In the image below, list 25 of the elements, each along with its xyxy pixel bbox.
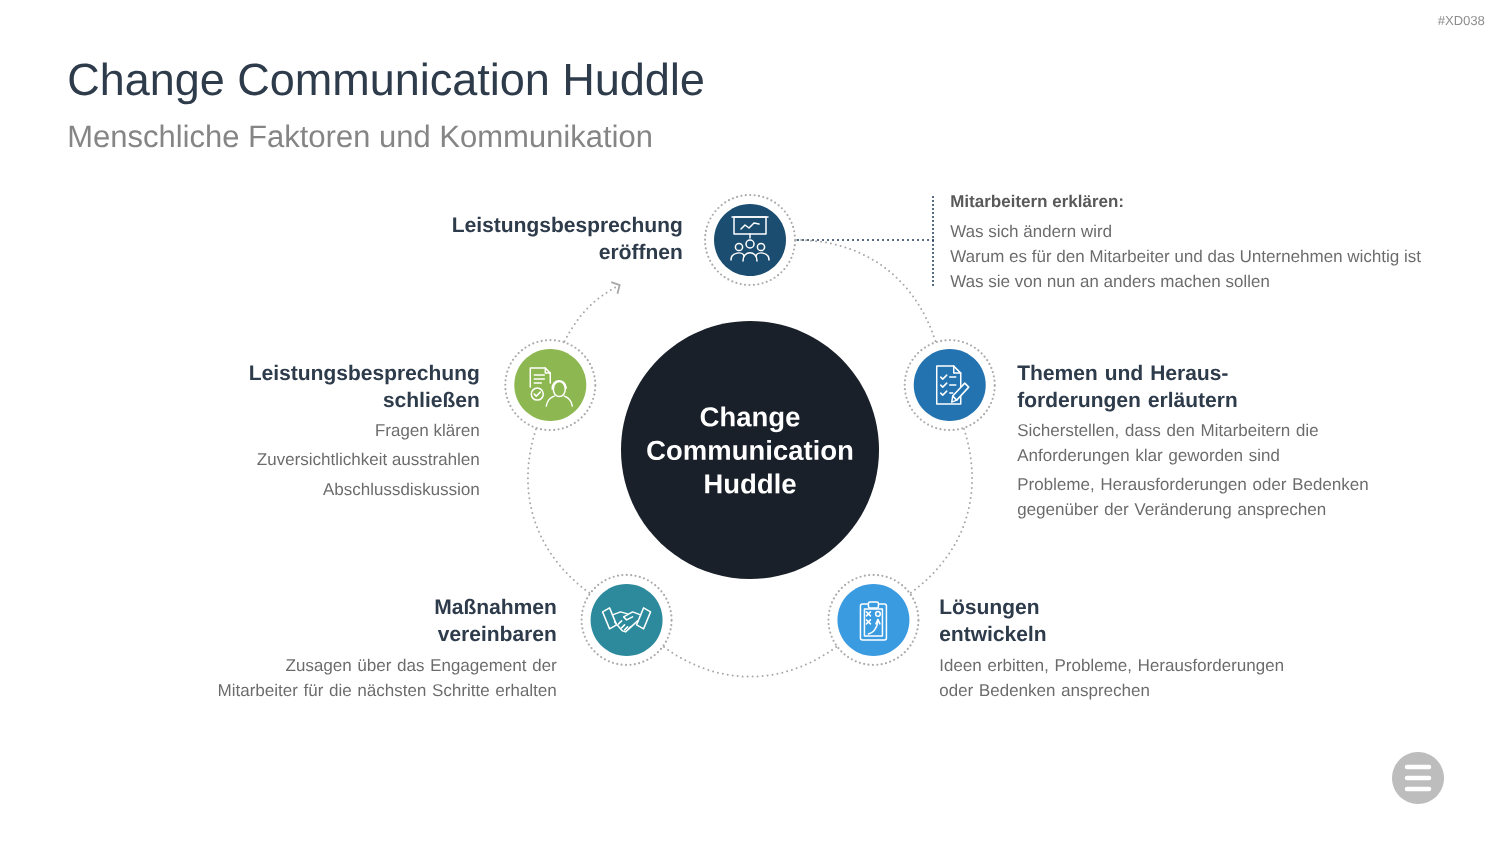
callout-heading: Mitarbeitern erklären: bbox=[951, 194, 1123, 208]
step-description: Fragen klären bbox=[376, 423, 479, 440]
step-description: Ideen erbitten, Probleme, Herausforderungen oder Bedenken ansprechen bbox=[939, 658, 1283, 700]
callout-text: Was sich ändern wird bbox=[950, 224, 1111, 238]
leader-line bbox=[795, 239, 934, 241]
step-title: Leistungsbesprechung schließen bbox=[250, 364, 479, 408]
step-description: Sicherstellen, dass den Mitarbeitern die Anforderungen klar geworden sind bbox=[1017, 423, 1318, 465]
slide-code: #XD038 bbox=[1437, 15, 1485, 26]
arrow bbox=[563, 281, 621, 343]
step-title: Leistungsbesprechung eröffnen bbox=[453, 216, 682, 260]
step-title: Maßnahmen vereinbaren bbox=[435, 598, 556, 642]
step-description: Zusagen über das Engagement der Mitarbeiter für die nächsten Schritte erhalten bbox=[219, 658, 557, 697]
subtitle: Menschliche Faktoren und Kommunikation bbox=[69, 124, 651, 148]
dotted-arc bbox=[662, 646, 838, 678]
step-description: Zuversichtlichkeit ausstrahlen bbox=[257, 452, 479, 466]
step-description: Abschlussdiskussion bbox=[323, 482, 479, 496]
step-description: Probleme, Herausforderungen oder Bedenken gegenüber der Veränderung ansprechen bbox=[1017, 477, 1368, 519]
step-title: Lösungen entwickeln bbox=[940, 599, 1046, 642]
title: Change Communication Huddle bbox=[69, 62, 703, 105]
step-title: Themen und Heraus- forderungen erläutern bbox=[1017, 364, 1237, 412]
dotted-arc bbox=[795, 239, 937, 343]
callout-text: Warum es für den Mitarbeiter und das Unternehmen wichtig ist bbox=[950, 249, 1421, 266]
callout-text: Was sie von nun an anders machen sollen bbox=[950, 274, 1269, 288]
dotted-arc bbox=[909, 427, 974, 594]
dotted-arc bbox=[526, 427, 591, 594]
